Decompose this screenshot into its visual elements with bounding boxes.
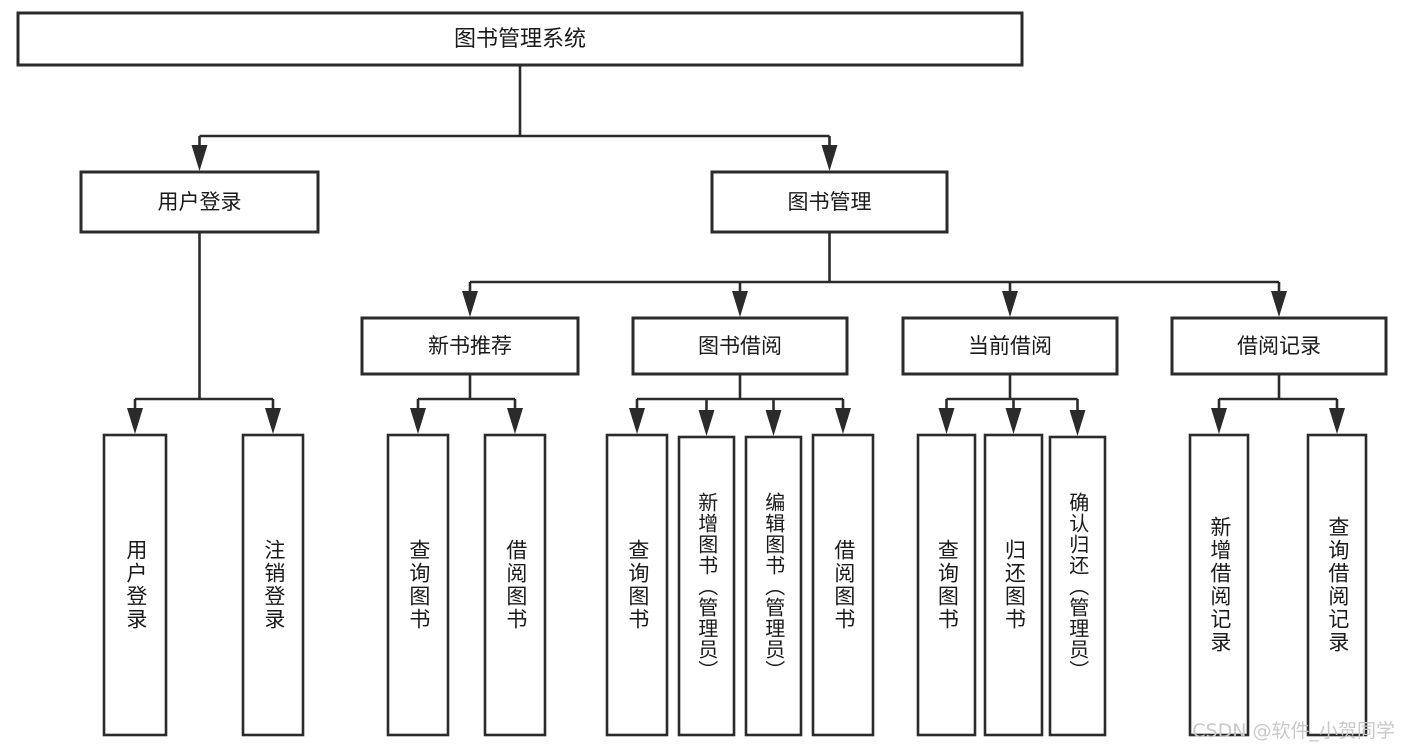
node-box-leaf-query-book-rec[interactable] [386,433,450,737]
node-label-root: 图书管理系统 [454,27,586,52]
node-label-borrow-record: 借阅记录 [1237,334,1321,358]
node-box-book-manage[interactable] [710,170,949,234]
edge-group-book-manage [462,232,1287,317]
arrowhead-current-borrow [1002,291,1018,317]
node-box-new-book-rec[interactable] [360,316,580,376]
arrowhead-leaf-borrow-book-rec [507,408,523,434]
arrowhead-leaf-query-book-borrow [629,408,645,434]
node-box-root[interactable] [16,11,1024,67]
node-label-book-borrow: 图书借阅 [698,334,782,358]
edge-group-root [191,65,838,171]
node-box-leaf-return-book[interactable] [983,433,1044,737]
arrowhead-new-book-rec [462,291,478,317]
arrowhead-leaf-logout [265,408,281,434]
connectors-layer [127,65,1345,436]
arrowhead-leaf-edit-book [765,410,782,436]
node-box-leaf-query-book-borrow[interactable] [605,433,669,737]
edge-group-current-borrow [938,374,1086,436]
arrowhead-leaf-add-record [1211,408,1227,434]
arrowhead-leaf-query-record [1329,408,1345,434]
node-box-leaf-add-book[interactable] [677,435,736,737]
node-box-leaf-edit-book[interactable] [744,435,803,737]
edge-group-borrow-record [1211,374,1345,434]
arrowhead-book-borrow [732,291,748,317]
node-box-leaf-borrow-book-rec[interactable] [483,433,547,737]
arrowhead-leaf-confirm-return [1069,410,1086,436]
arrowhead-book-manage [821,145,838,171]
edge-group-book-borrow [629,374,851,436]
edge-group-user-login [127,232,281,434]
watermark-text: CSDN @软件_小贺同学 [1192,720,1395,742]
node-label-user-login: 用户登录 [158,190,242,214]
arrowhead-leaf-user-login [127,408,143,434]
arrowhead-leaf-query-book-cur [938,408,955,434]
node-label-current-borrow: 当前借阅 [968,334,1052,358]
arrowhead-leaf-add-book [698,410,715,436]
node-box-current-borrow[interactable] [901,316,1119,376]
node-label-new-book-rec: 新书推荐 [428,334,512,358]
edge-group-new-book-rec [410,374,523,434]
node-box-leaf-user-login[interactable] [102,433,168,737]
arrowhead-borrow-record [1271,291,1287,317]
arrowhead-leaf-query-book-rec [410,408,426,434]
node-box-leaf-query-book-cur[interactable] [916,433,977,737]
node-box-leaf-confirm-return[interactable] [1048,435,1107,737]
boxes-layer [16,11,1388,737]
arrowhead-leaf-return-book [1005,408,1022,434]
node-box-leaf-borrow-book[interactable] [811,433,875,737]
node-label-book-manage: 图书管理 [788,190,872,214]
node-box-borrow-record[interactable] [1170,316,1388,376]
node-box-leaf-query-record[interactable] [1306,433,1368,737]
node-box-leaf-logout[interactable] [241,433,305,737]
arrowhead-user-login [191,145,208,171]
node-box-user-login[interactable] [79,170,320,234]
node-box-book-borrow[interactable] [631,316,849,376]
node-box-leaf-add-record[interactable] [1188,433,1250,737]
arrowhead-leaf-borrow-book [835,408,851,434]
